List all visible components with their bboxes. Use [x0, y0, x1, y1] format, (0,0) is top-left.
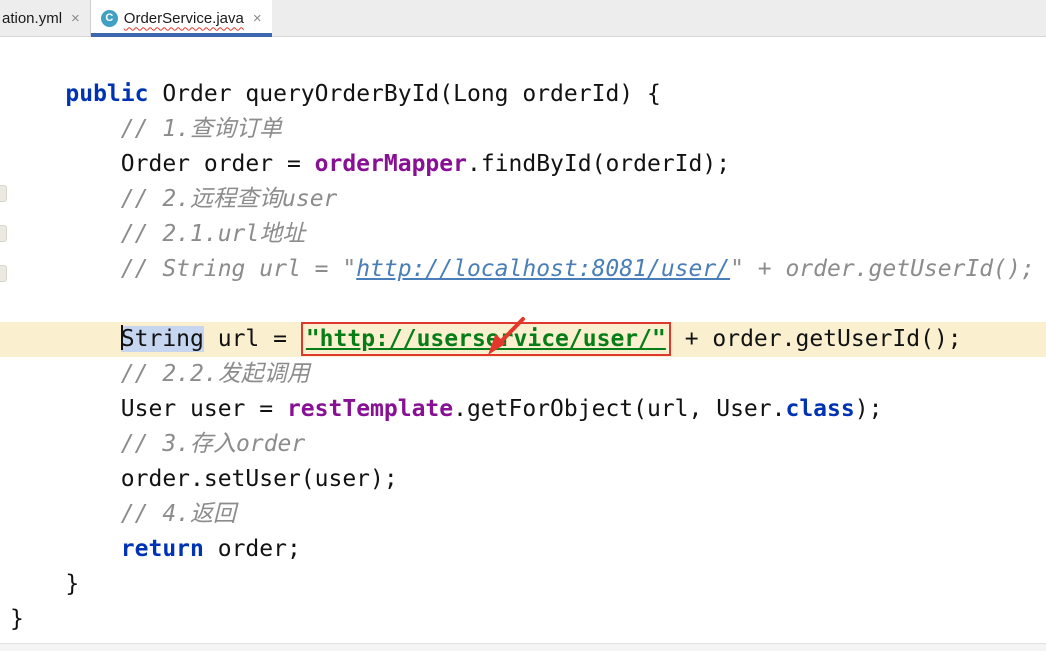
code-area: public Order queryOrderById(Long orderId… [0, 37, 1046, 637]
gutter-mark [0, 185, 7, 202]
class-icon-letter: C [105, 12, 114, 24]
code-line: // 2.远程查询user [0, 182, 1046, 217]
code-token: } [10, 606, 24, 632]
editor-tab-bar: ation.yml × C OrderService.java × [0, 0, 1046, 37]
code-token: // 2.远程查询user [10, 186, 338, 212]
code-token: User user = [10, 396, 287, 422]
code-line: } [0, 602, 1046, 637]
code-token [10, 536, 121, 562]
selected-word: String [120, 326, 204, 352]
code-token: // 2.1.url地址 [10, 221, 306, 247]
code-token: ); [854, 396, 883, 422]
code-line: // String url = "http://localhost:8081/u… [0, 252, 1046, 287]
java-class-icon: C [100, 9, 118, 27]
code-line: User user = restTemplate.getForObject(ur… [0, 392, 1046, 427]
code-token: // 2.2.发起调用 [10, 361, 310, 387]
code-token: class [785, 396, 855, 422]
code-token: url = [203, 326, 301, 352]
text-caret [120, 325, 123, 350]
current-code-line: String url = "http://userservice/user/" … [0, 322, 1046, 357]
code-line: // 4.返回 [0, 497, 1046, 532]
code-token: order; [203, 536, 301, 562]
code-editor[interactable]: public Order queryOrderById(Long orderId… [0, 37, 1046, 643]
code-token: return [120, 536, 204, 562]
code-token: order.setUser(user); [10, 466, 398, 492]
annotated-url-string: "http://userservice/user/" [300, 322, 671, 356]
code-token [10, 326, 121, 352]
code-token: // 1.查询订单 [10, 116, 283, 142]
code-token: .getForObject(url, User. [453, 396, 786, 422]
code-token: .findById(orderId); [466, 151, 731, 177]
tab-orderservice-java[interactable]: C OrderService.java × [90, 0, 272, 37]
code-line: // 3.存入order [0, 427, 1046, 462]
code-token: Order queryOrderById(Long orderId) { [148, 81, 661, 107]
code-line: // 2.1.url地址 [0, 217, 1046, 252]
code-line: // 2.2.发起调用 [0, 357, 1046, 392]
code-token: + order.getUserId(); [670, 326, 962, 352]
tab-label: ation.yml [2, 9, 63, 27]
code-line: // 1.查询订单 [0, 112, 1046, 147]
code-token: // 4.返回 [10, 501, 237, 527]
code-token: // 3.存入order [10, 431, 306, 457]
code-token: // String url = " [10, 256, 357, 282]
code-token: restTemplate [286, 396, 454, 422]
code-line: public Order queryOrderById(Long orderId… [0, 77, 1046, 112]
tab-application-yml[interactable]: ation.yml × [0, 0, 91, 36]
code-line [0, 287, 1046, 322]
tab-label: OrderService.java [123, 9, 244, 27]
code-token: Order order = [10, 151, 315, 177]
code-token: public [65, 81, 149, 107]
code-token: " + order.getUserId(); [730, 256, 1035, 282]
code-line: } [0, 567, 1046, 602]
comment-url-link: http://localhost:8081/user/ [356, 256, 731, 282]
code-token: orderMapper [314, 151, 467, 177]
gutter-mark [0, 265, 7, 282]
gutter-mark [0, 225, 7, 242]
close-icon[interactable]: × [71, 9, 80, 27]
code-line: Order order = orderMapper.findById(order… [0, 147, 1046, 182]
horizontal-scrollbar[interactable] [0, 643, 1046, 651]
close-icon[interactable]: × [252, 9, 262, 27]
code-token: } [10, 571, 80, 597]
code-line: order.setUser(user); [0, 462, 1046, 497]
code-line: return order; [0, 532, 1046, 567]
code-token [10, 81, 65, 107]
